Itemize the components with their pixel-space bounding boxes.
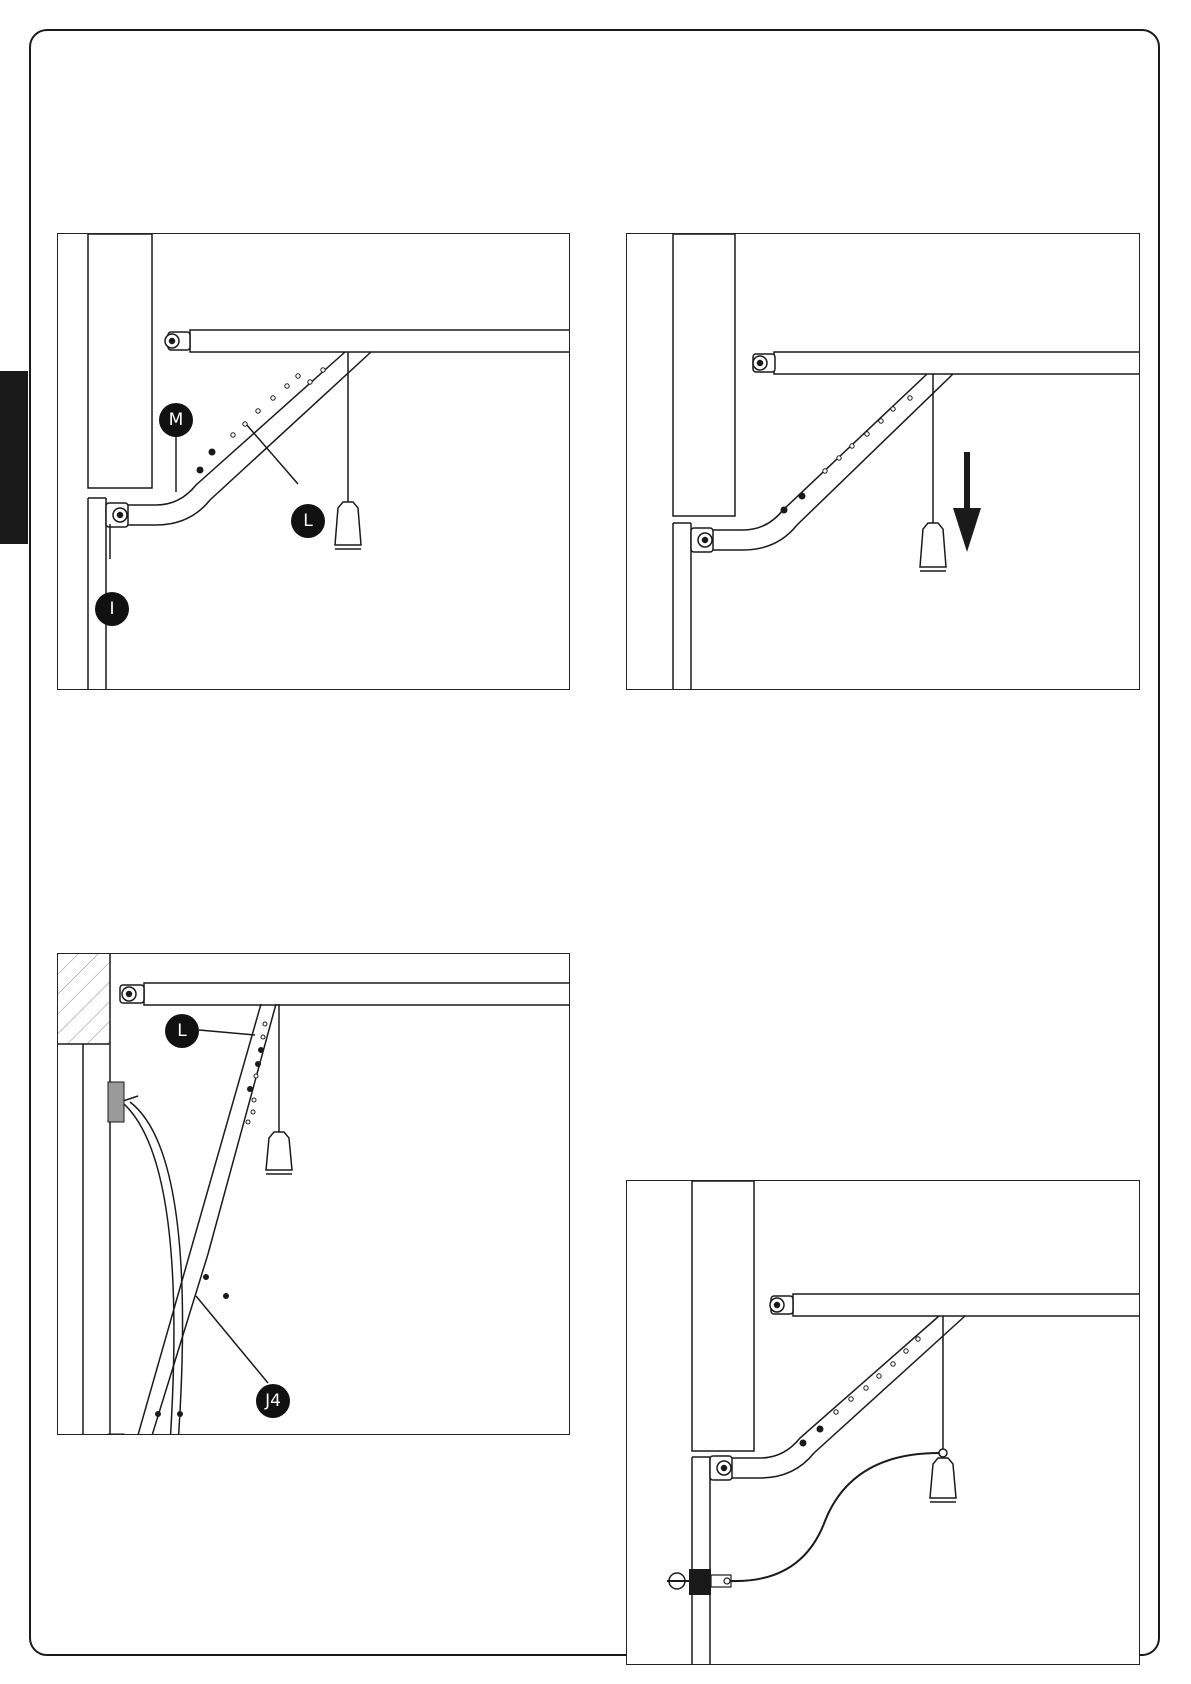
diagram-panel-4: [626, 1180, 1140, 1665]
svg-text:L: L: [177, 1021, 187, 1041]
svg-text:J4: J4: [264, 1391, 281, 1411]
svg-text:M: M: [169, 410, 184, 430]
down-arrow-icon: [953, 452, 981, 552]
diagram-panel-3: L J4: [57, 953, 570, 1435]
svg-text:L: L: [303, 511, 313, 531]
svg-text:I: I: [109, 599, 114, 619]
callout-j4: J4: [256, 1384, 290, 1418]
panel-3-drawing: L J4: [58, 954, 570, 1435]
callout-m: M: [159, 403, 193, 437]
diagram-panel-1: M L I: [57, 233, 570, 690]
callout-l: L: [291, 504, 325, 538]
panel-2-drawing: [627, 234, 1140, 690]
release-key-icon: [667, 1569, 731, 1595]
callout-l: L: [165, 1014, 199, 1048]
callout-i: I: [95, 592, 129, 626]
diagram-panel-2: [626, 233, 1140, 690]
panel-4-drawing: [627, 1181, 1140, 1665]
section-tab: [0, 371, 28, 544]
panel-1-drawing: M L I: [58, 234, 570, 690]
